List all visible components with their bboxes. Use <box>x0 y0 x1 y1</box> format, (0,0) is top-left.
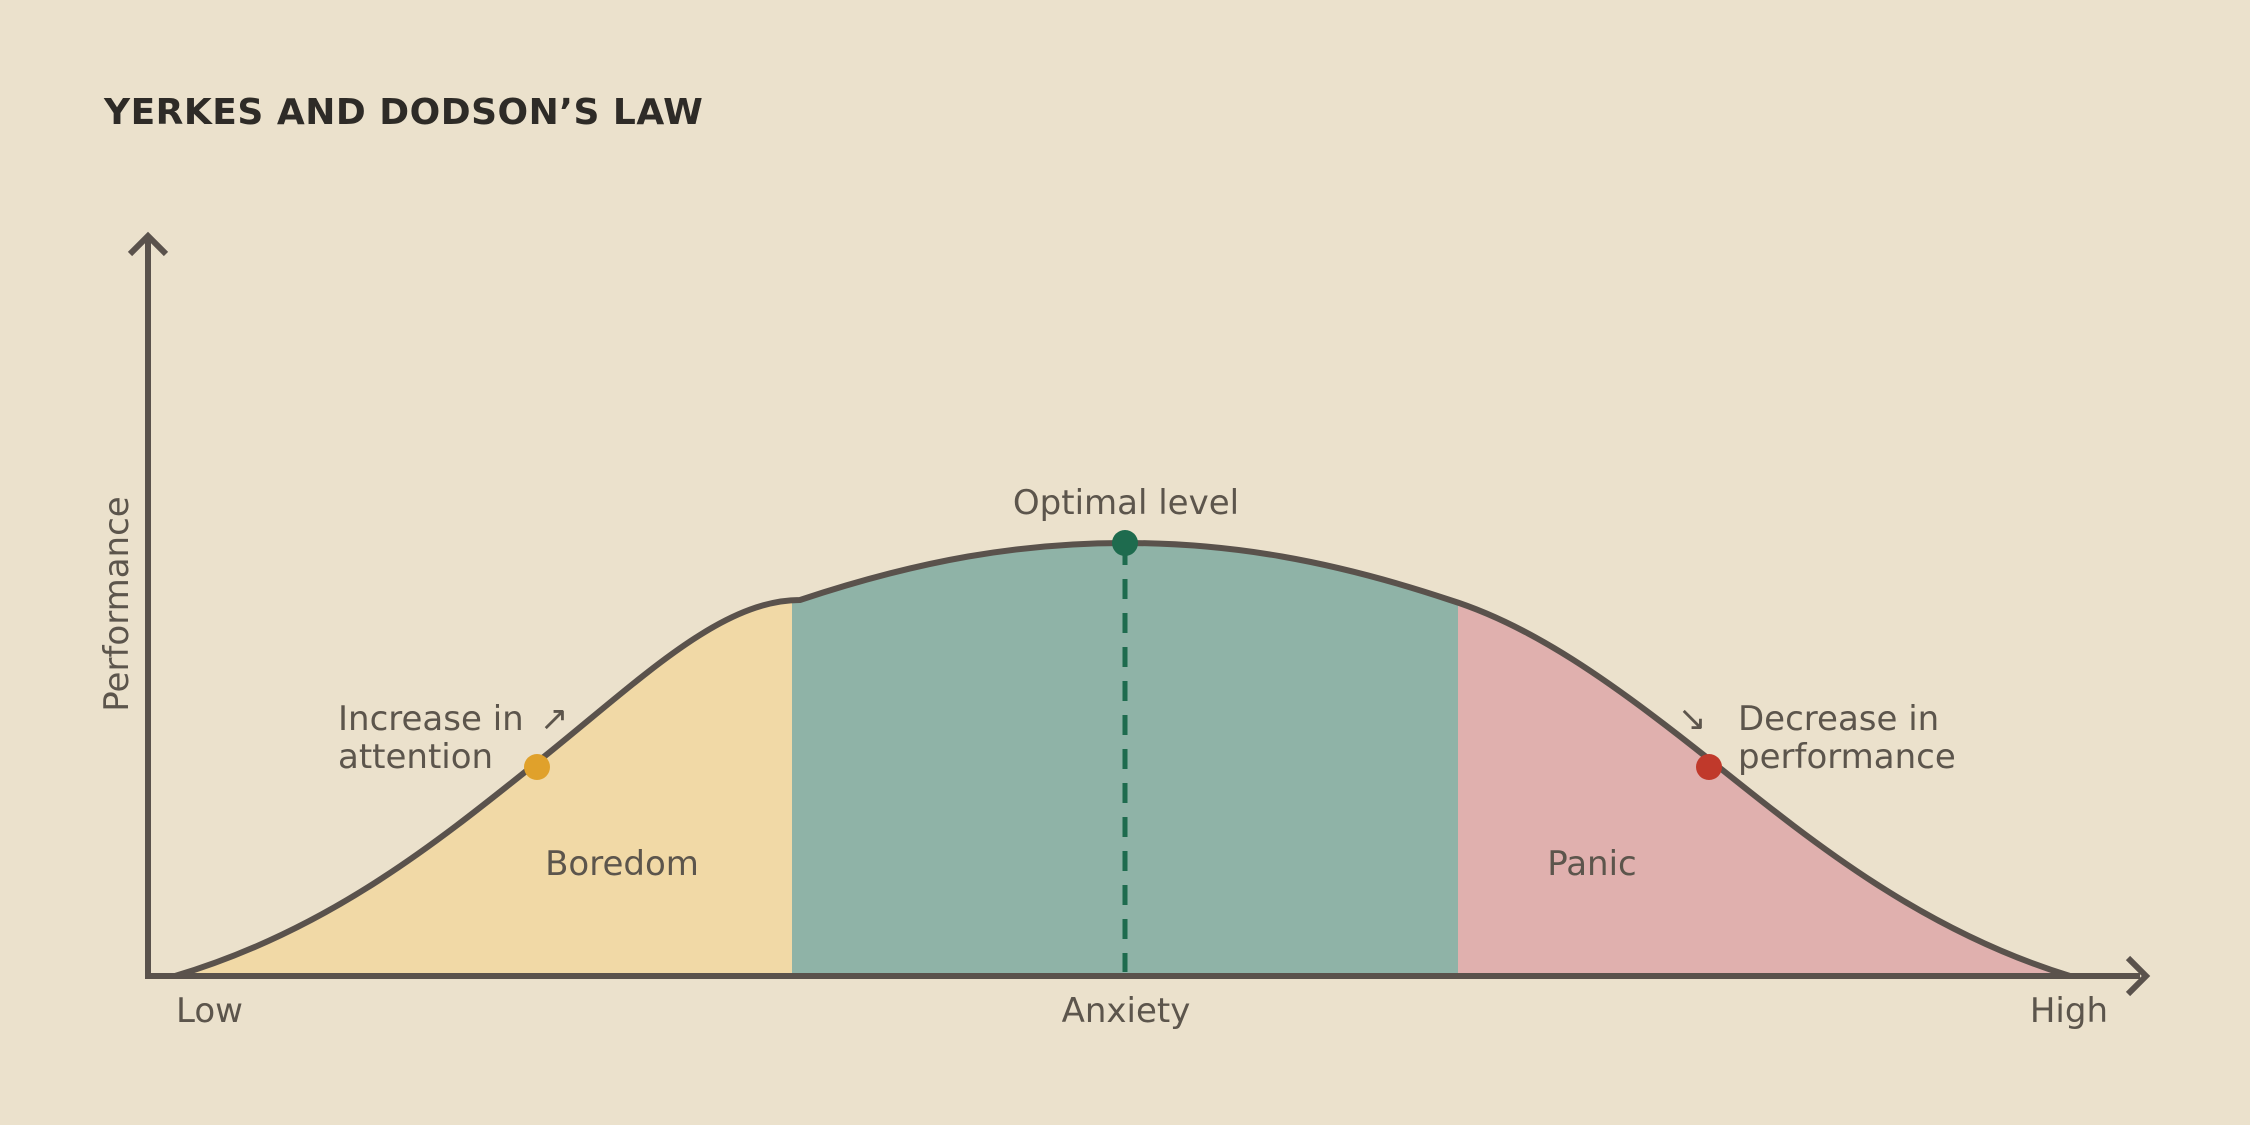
x-low-label: Low <box>176 991 243 1031</box>
x-axis-arrow-icon <box>2125 955 2151 997</box>
optimal-label: Optimal level <box>1013 483 1239 523</box>
increase-label-line1: Increase in <box>338 699 524 739</box>
chart-title: YERKES AND DODSON’S LAW <box>104 92 704 133</box>
decrease-label-line2: performance <box>1738 737 1956 777</box>
y-axis-label: Performance <box>97 496 137 711</box>
increase-label-line2: attention <box>338 737 493 777</box>
decrease-label-line1: Decrease in <box>1738 699 1939 739</box>
panic-label: Panic <box>1547 844 1637 884</box>
y-axis-arrow-icon <box>127 231 169 257</box>
x-high-label: High <box>2030 991 2108 1031</box>
boredom-label: Boredom <box>545 844 699 884</box>
arrow-down-right-icon: ↘ <box>1678 699 1707 739</box>
attention-dot <box>524 754 550 780</box>
x-axis-label: Anxiety <box>1062 991 1191 1031</box>
arrow-up-right-icon: ↗ <box>540 699 569 739</box>
decrease-dot <box>1696 754 1722 780</box>
optimal-dot <box>1112 530 1138 556</box>
